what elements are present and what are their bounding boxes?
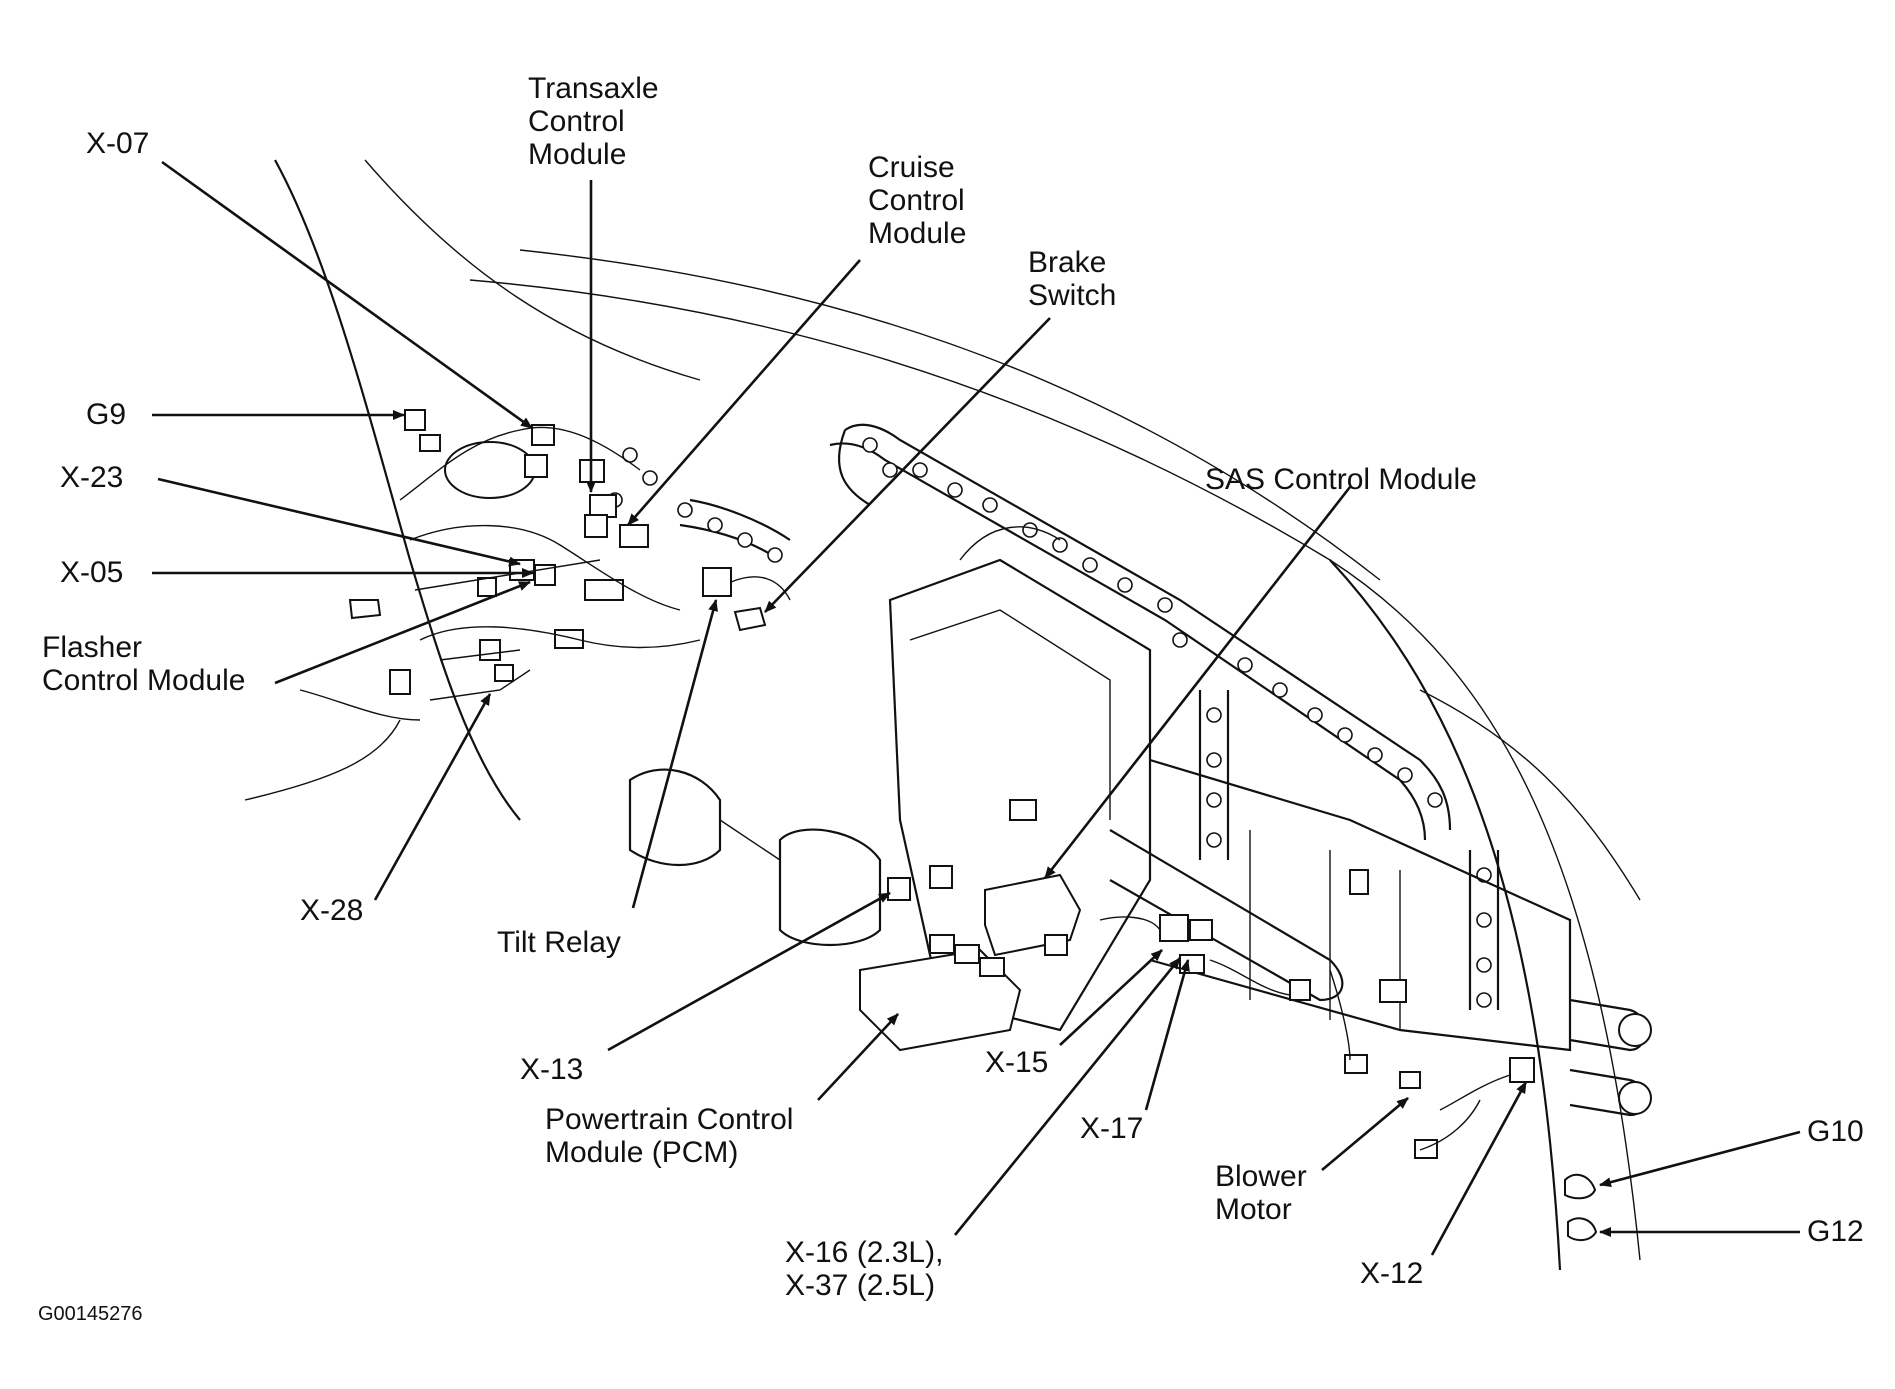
dashboard-illustration (244, 159, 1652, 1271)
label-x16-line2: X-37 (2.5L) (785, 1269, 935, 1302)
leader-g10 (1599, 1130, 1801, 1188)
leader-x07 (161, 160, 533, 430)
label-cruise-line2: Control (868, 184, 965, 217)
label-x28: X-28 (300, 894, 363, 927)
leader-sas (1043, 486, 1352, 879)
label-blower-line1: Blower (1215, 1160, 1307, 1193)
label-pcm-line1: Powertrain Control (545, 1103, 793, 1136)
leader-cruise (627, 259, 861, 526)
label-brake-line1: Brake (1028, 246, 1106, 279)
leader-lines (152, 160, 1801, 1256)
leader-x12 (1430, 1081, 1528, 1256)
figure-code: G00145276 (38, 1303, 143, 1325)
leader-flasher (274, 580, 531, 685)
label-tilt: Tilt Relay (497, 926, 621, 959)
label-cruise-line3: Module (868, 217, 966, 250)
label-transaxle-line2: Control (528, 105, 625, 138)
label-x17: X-17 (1080, 1112, 1143, 1145)
label-x16-line1: X-16 (2.3L), (785, 1236, 943, 1269)
leader-x23 (157, 477, 521, 567)
callout-labels: X-07 Transaxle Control Module Cruise Con… (42, 72, 1864, 1302)
label-flasher-line1: Flasher (42, 631, 142, 664)
label-transaxle-line3: Module (528, 138, 626, 171)
leader-x15 (1059, 949, 1163, 1046)
label-x15: X-15 (985, 1046, 1048, 1079)
label-cruise-line1: Cruise (868, 151, 955, 184)
leader-x17 (1144, 959, 1190, 1111)
label-blower-line2: Motor (1215, 1193, 1292, 1226)
label-x05: X-05 (60, 556, 123, 589)
label-brake-line2: Switch (1028, 279, 1116, 312)
label-x13: X-13 (520, 1053, 583, 1086)
harness-dots (607, 437, 1492, 1008)
label-pcm-line2: Module (PCM) (545, 1136, 738, 1169)
label-sas: SAS Control Module (1205, 463, 1477, 496)
label-g9: G9 (86, 398, 126, 431)
leader-pcm (817, 1013, 899, 1101)
label-transaxle-line1: Transaxle (528, 72, 659, 105)
leader-tilt (631, 599, 718, 909)
label-g12: G12 (1807, 1215, 1864, 1248)
leader-x28 (373, 693, 492, 901)
leader-blower (1321, 1097, 1409, 1171)
label-x23: X-23 (60, 461, 123, 494)
label-g10: G10 (1807, 1115, 1864, 1148)
label-x12: X-12 (1360, 1257, 1423, 1290)
label-x07: X-07 (86, 127, 149, 160)
label-flasher-line2: Control Module (42, 664, 245, 697)
leader-x16 (953, 957, 1182, 1236)
leader-brake (764, 317, 1051, 613)
leader-x13 (607, 891, 891, 1052)
